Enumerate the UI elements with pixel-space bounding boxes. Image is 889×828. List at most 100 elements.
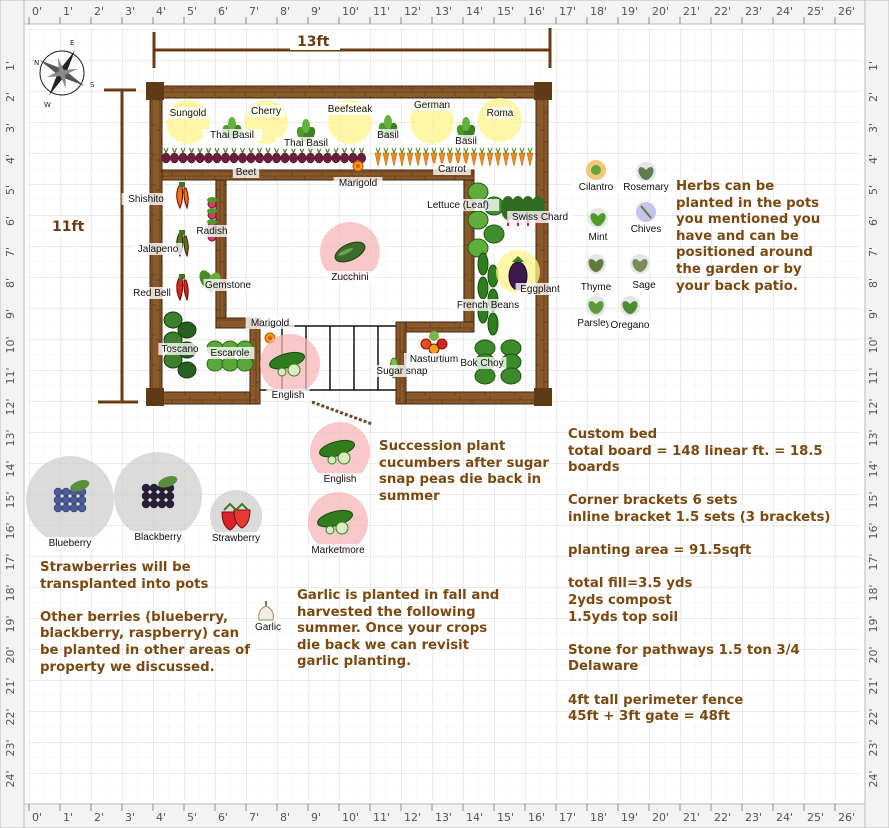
- plant-label: Basil: [455, 136, 477, 147]
- plant-label: Sugar snap: [376, 366, 428, 377]
- plant-label: Toscano: [161, 344, 199, 355]
- ruler-tick-label: 22': [867, 708, 880, 725]
- ruler-tick-label: 12': [404, 811, 421, 824]
- ruler-left: 1'2'3'4'5'6'7'8'9'10'11'12'13'14'15'16'1…: [0, 0, 25, 828]
- ruler-tick-label: 24': [776, 5, 793, 18]
- plant-label-bg: [249, 621, 287, 633]
- plant-label-bg: [322, 103, 378, 115]
- ruler-tick-label: 22': [4, 708, 17, 725]
- svg-text:E: E: [70, 39, 74, 47]
- plant-label-bg: [245, 317, 295, 329]
- ruler-tick-label: 24': [776, 811, 793, 824]
- ruler-tick-label: 22': [714, 811, 731, 824]
- plant-herb-icon: [630, 254, 650, 274]
- ruler-tick-label: 18': [867, 584, 880, 601]
- plant-cilantro-icon: [586, 160, 606, 180]
- ruler-tick-label: 2': [4, 92, 17, 102]
- plant-label-bg: [127, 287, 177, 299]
- ruler-tick-label: 5': [867, 185, 880, 195]
- plant-label-bg: [206, 532, 266, 544]
- plant-label-bg: [232, 166, 260, 178]
- plant-label-bg: [266, 389, 310, 401]
- ruler-tick-label: 23': [745, 5, 762, 18]
- ruler-tick-label: 3': [125, 811, 135, 824]
- ruler-tick-label: 4': [867, 154, 880, 164]
- plant-label-bg: [166, 107, 210, 119]
- herbs-note: Herbs can be planted in the pots you men…: [676, 179, 821, 294]
- ruler-tick-label: 3': [125, 5, 135, 18]
- height-label: 11ft: [52, 219, 85, 235]
- plant-label: Beet: [236, 167, 257, 178]
- plant-label-bg: [247, 105, 285, 117]
- plant-label: Swiss Chard: [512, 212, 568, 223]
- ruler-tick-label: 12': [867, 398, 880, 415]
- ruler-tick-label: 15': [4, 491, 17, 508]
- plant-label-bg: [450, 135, 482, 147]
- ruler-tick-label: 5': [187, 5, 197, 18]
- height-dimension: 11ft: [50, 88, 138, 404]
- ruler-tick-label: 14': [867, 460, 880, 477]
- ruler-tick-label: 24': [867, 770, 880, 787]
- gate-line: [311, 400, 373, 426]
- carrot-row: [374, 147, 534, 167]
- plant-label: Basil: [377, 130, 399, 141]
- ruler-tick-label: 21': [683, 811, 700, 824]
- plant-label: Parsley: [577, 318, 610, 329]
- plant-label-bg: [193, 225, 231, 237]
- ruler-tick-label: 7': [867, 247, 880, 257]
- succession-note: Succession plant cucumbers after sugar s…: [379, 439, 549, 504]
- ruler-tick-label: 15': [497, 811, 514, 824]
- plant-herb-icon: [636, 162, 656, 182]
- plant-label: Oregano: [611, 320, 650, 331]
- ruler-tick-label: 8': [867, 278, 880, 288]
- ruler-tick-label: 25': [807, 5, 824, 18]
- ruler-tick-label: 10': [342, 5, 359, 18]
- garlic-note: Garlic is planted in fall and harvested …: [297, 588, 500, 670]
- plant-label: Zucchini: [331, 272, 368, 283]
- ruler-tick-label: 4': [156, 811, 166, 824]
- ruler-tick-label: 14': [466, 5, 483, 18]
- width-label: 13ft: [297, 34, 330, 50]
- ruler-tick-label: 13': [4, 429, 17, 446]
- ruler-tick-label: 25': [807, 811, 824, 824]
- plant-label: English: [272, 390, 305, 401]
- ruler-tick-label: 2': [94, 811, 104, 824]
- ruler-tick-label: 8': [280, 811, 290, 824]
- ruler-tick-label: 1': [4, 61, 17, 71]
- ruler-tick-label: 17': [4, 553, 17, 570]
- ruler-tick-label: 20': [652, 5, 669, 18]
- plant-label: German: [414, 100, 450, 111]
- ruler-tick-label: 5': [4, 185, 17, 195]
- ruler-tick-label: 17': [559, 811, 576, 824]
- ruler-tick-label: 7': [4, 247, 17, 257]
- plant-label-bg: [318, 473, 362, 485]
- plant-herb-icon: [586, 296, 606, 316]
- plant-cucumber-icon: [310, 422, 370, 482]
- ruler-tick-label: 20': [867, 646, 880, 663]
- ruler-tick-label: 2': [94, 5, 104, 18]
- plant-label: Cilantro: [579, 182, 614, 193]
- ruler-tick-label: 23': [867, 739, 880, 756]
- ruler-tick-label: 11': [4, 367, 17, 384]
- ruler-tick-label: 24': [4, 770, 17, 787]
- plant-label-bg: [413, 99, 451, 111]
- ruler-tick-label: 7': [249, 5, 259, 18]
- plant-label-bg: [121, 193, 171, 205]
- ruler-tick-label: 16': [867, 522, 880, 539]
- ruler-tick-label: 6': [218, 811, 228, 824]
- plant-label: Eggplant: [520, 284, 560, 295]
- plant-herb-icon: [586, 254, 606, 274]
- ruler-tick-label: 20': [652, 811, 669, 824]
- plant-label: Radish: [196, 226, 227, 237]
- plant-label-bg: [452, 299, 524, 311]
- ruler-tick-label: 22': [714, 5, 731, 18]
- plant-label: Marigold: [339, 178, 377, 189]
- ruler-tick-label: 1': [867, 61, 880, 71]
- ruler-tick-label: 16': [528, 811, 545, 824]
- ruler-tick-label: 9': [867, 309, 880, 319]
- plant-tomato-icon: [478, 98, 522, 142]
- ruler-tick-label: 14': [4, 460, 17, 477]
- plant-label: Shishito: [128, 194, 164, 205]
- ruler-tick-label: 10': [342, 811, 359, 824]
- ruler-tick-label: 21': [867, 677, 880, 694]
